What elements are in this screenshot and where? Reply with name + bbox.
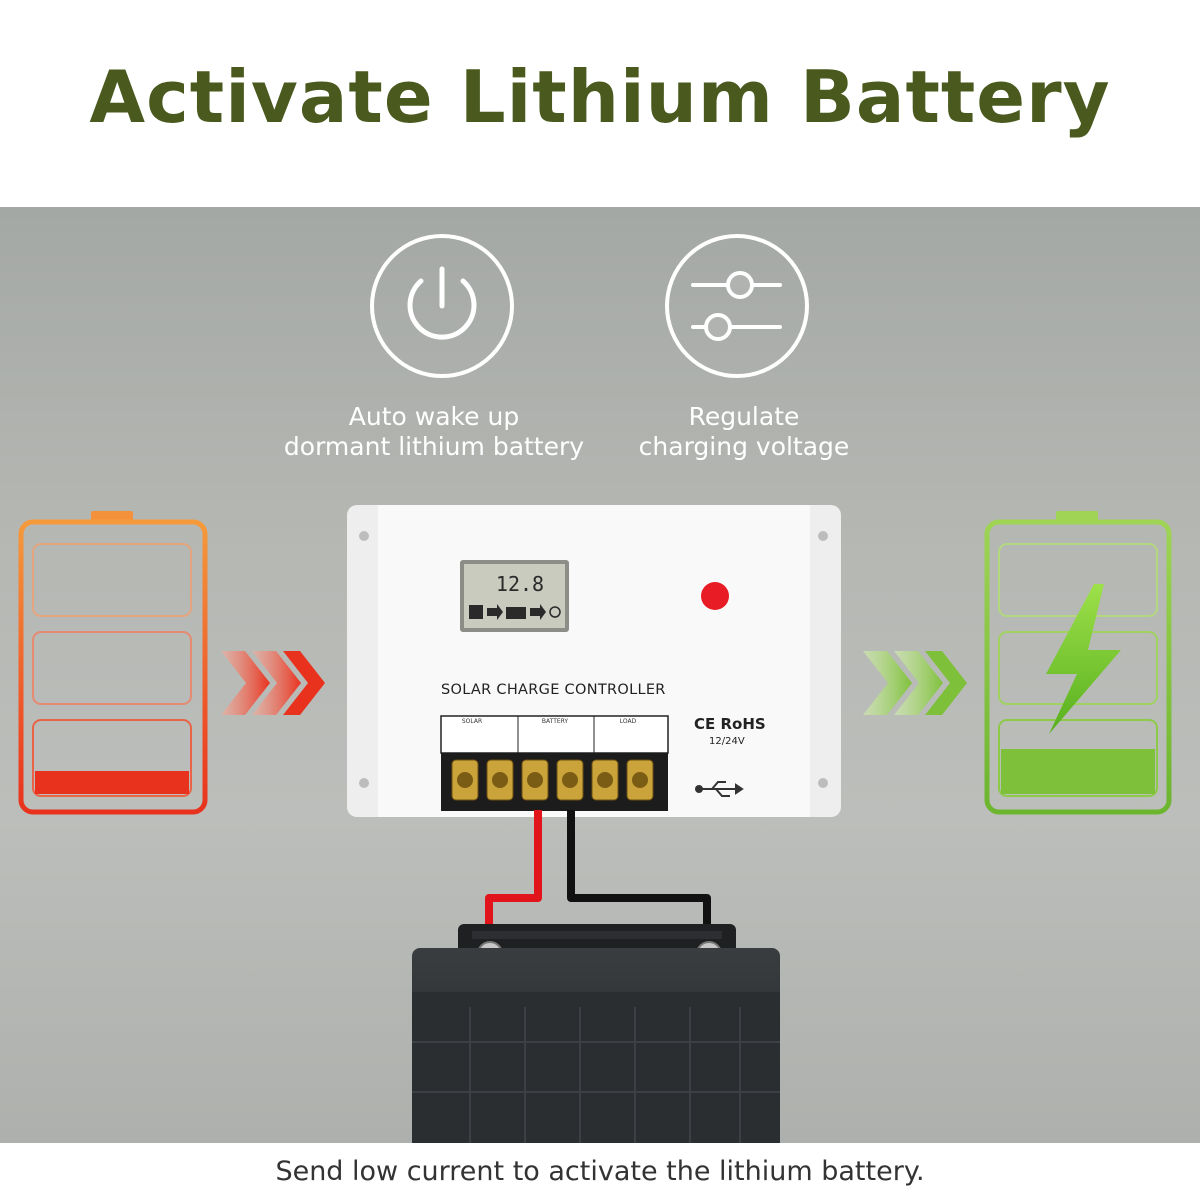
caption: Send low current to activate the lithium… <box>275 1156 925 1187</box>
lithium-battery <box>412 924 780 1143</box>
usb-icon <box>695 781 744 797</box>
power-icon <box>370 234 514 378</box>
slider-adjust-icon <box>665 234 809 378</box>
battery-charge-fill <box>1001 749 1155 794</box>
scene-illustration: 12.8 <box>18 234 1172 1143</box>
certification-mark: CE RoHS <box>694 715 766 733</box>
feature-auto-wake: Auto wake up dormant lithium battery <box>244 402 624 462</box>
charging-battery-icon <box>984 511 1172 815</box>
terminal-label-load: LOAD <box>619 718 637 725</box>
indicator-light <box>701 582 729 610</box>
feature-regulate-line2: charging voltage <box>638 432 850 461</box>
terminal-label-solar: SOLAR <box>461 718 483 725</box>
lightning-bolt-icon <box>1046 584 1121 734</box>
page-title: Activate Lithium Battery <box>89 55 1111 139</box>
arrow-right-icon <box>221 651 325 715</box>
feature-auto-wake-line2: dormant lithium battery <box>283 432 585 461</box>
feature-regulate-line1: Regulate <box>688 402 800 431</box>
footer: Send low current to activate the lithium… <box>0 1143 1200 1200</box>
low-battery-icon <box>18 511 208 815</box>
feature-auto-wake-line1: Auto wake up <box>348 402 520 431</box>
terminal-block <box>441 753 668 811</box>
battery-charge-fill <box>35 771 189 794</box>
battery-cables <box>485 810 711 941</box>
feature-regulate-voltage: Regulate charging voltage <box>554 402 934 462</box>
product-scene: 12.8 <box>0 207 1200 1143</box>
voltage-rating: 12/24V <box>709 736 745 747</box>
lcd-reading: 12.8 <box>496 572 544 596</box>
arrow-right-icon <box>863 651 967 715</box>
lcd-display: 12.8 <box>460 560 569 632</box>
charge-controller: 12.8 <box>347 505 841 817</box>
controller-label: SOLAR CHARGE CONTROLLER <box>441 682 666 698</box>
header: Activate Lithium Battery <box>0 0 1200 207</box>
terminal-label-battery: BATTERY <box>541 718 569 725</box>
